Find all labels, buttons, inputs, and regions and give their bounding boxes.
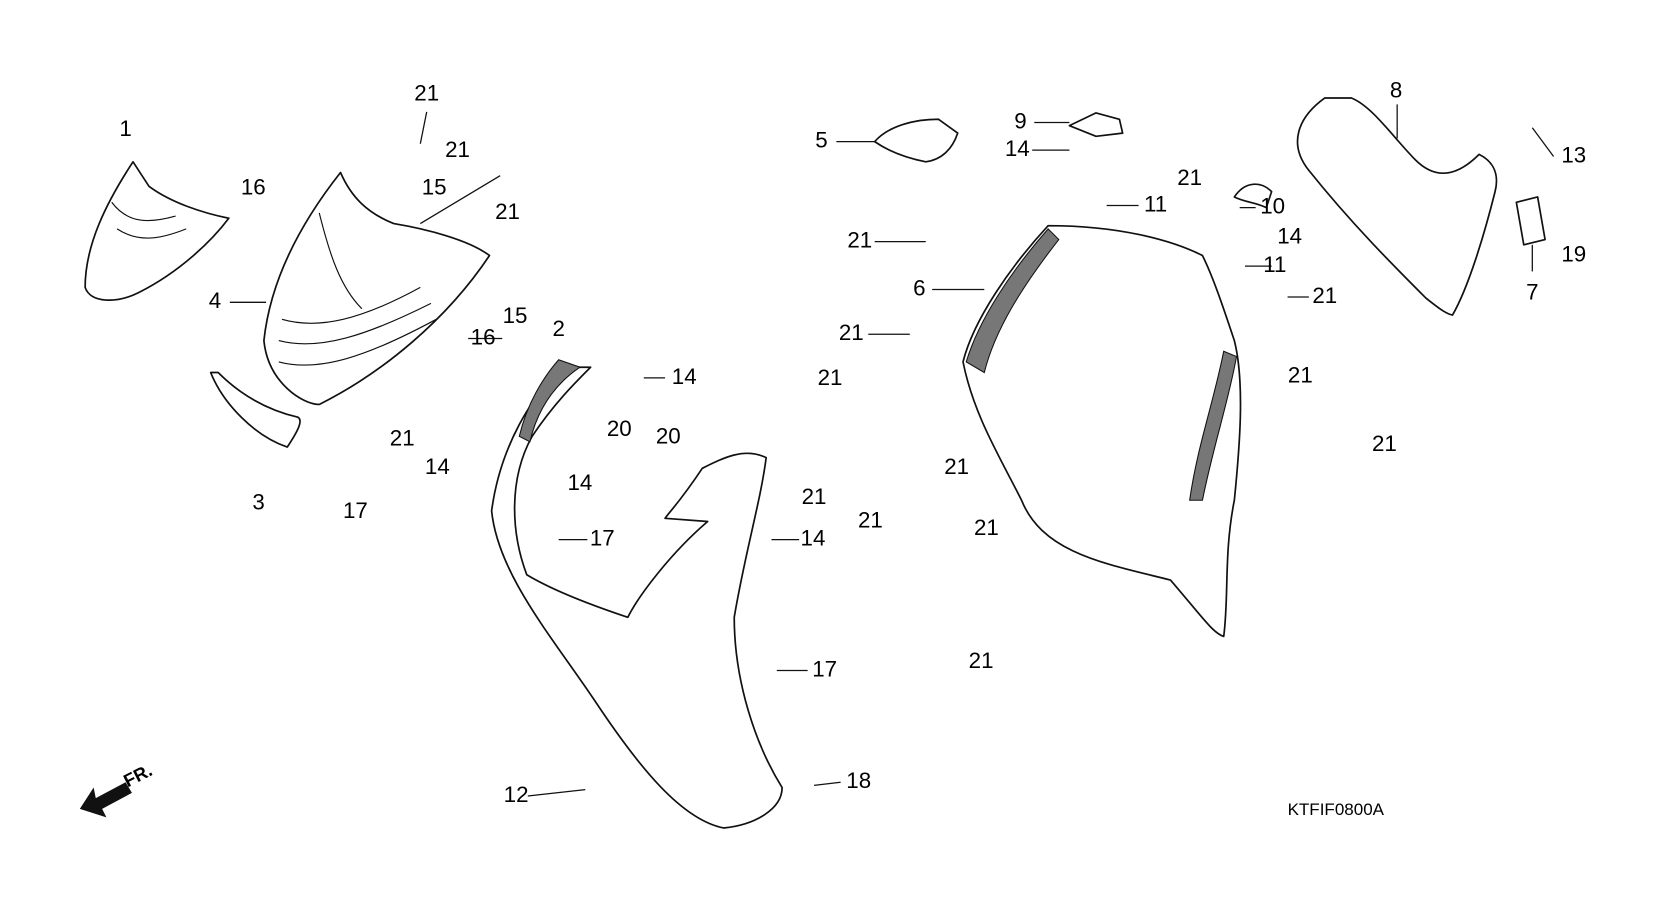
part-inner-grille bbox=[965, 228, 1238, 501]
callout-label: 15 bbox=[422, 174, 447, 199]
callout-label: 21 bbox=[969, 648, 994, 673]
callout-label: 21 bbox=[1372, 431, 1397, 456]
callout-label: 16 bbox=[241, 174, 266, 199]
callout-label: 19 bbox=[1561, 241, 1586, 266]
callout-label: 21 bbox=[847, 228, 872, 253]
callout-label: 21 bbox=[858, 507, 883, 532]
callout-label: 1 bbox=[119, 116, 131, 141]
callout-label: 11 bbox=[1263, 252, 1286, 277]
part-7 bbox=[1515, 196, 1546, 246]
part-front-top-cover bbox=[84, 160, 230, 301]
leader-line bbox=[527, 789, 586, 797]
part-inner-cover bbox=[962, 224, 1242, 638]
callout-label: 21 bbox=[974, 515, 999, 540]
callout-label: 17 bbox=[812, 656, 837, 681]
part-detail bbox=[278, 212, 437, 366]
callout-label: 2 bbox=[552, 316, 564, 341]
callout-label: 21 bbox=[818, 365, 843, 390]
leader-line bbox=[419, 175, 501, 225]
callout-label: 21 bbox=[1288, 363, 1313, 388]
part-lower-trim bbox=[209, 371, 301, 448]
callout-label: 14 bbox=[568, 470, 593, 495]
diagram-code: KTFIF0800A bbox=[1288, 800, 1385, 819]
callout-label: 17 bbox=[343, 498, 368, 523]
part-10 bbox=[1233, 183, 1273, 209]
callout-label: 21 bbox=[839, 320, 864, 345]
callout-label: 21 bbox=[802, 484, 827, 509]
callout-label: 14 bbox=[1277, 223, 1302, 248]
callout-label: 3 bbox=[252, 489, 264, 514]
front-direction-arrow-icon bbox=[79, 782, 132, 818]
callout-label: 21 bbox=[1312, 283, 1337, 308]
callout-label: 18 bbox=[846, 768, 871, 793]
callout-label: 14 bbox=[1005, 136, 1030, 161]
callout-label: 7 bbox=[1526, 280, 1538, 305]
callout-label: 14 bbox=[801, 526, 826, 551]
callout-label: 20 bbox=[607, 416, 632, 441]
part-front-lower-cover bbox=[490, 366, 783, 829]
callout-label: 21 bbox=[944, 454, 969, 479]
callout-label: 20 bbox=[656, 423, 681, 448]
callout-label: 9 bbox=[1014, 108, 1026, 133]
part-rear-cover bbox=[1296, 97, 1498, 316]
callout-label: 17 bbox=[590, 526, 615, 551]
callout-label: 15 bbox=[503, 303, 528, 328]
callout-label: 21 bbox=[445, 137, 470, 162]
part-detail bbox=[111, 201, 187, 239]
callout-label: 4 bbox=[209, 288, 221, 313]
callout-label: 10 bbox=[1260, 194, 1285, 219]
callout-label: 21 bbox=[495, 199, 520, 224]
callout-label: 16 bbox=[471, 324, 496, 349]
leader-line bbox=[419, 111, 428, 144]
callout-label: 6 bbox=[913, 275, 925, 300]
leader-lines bbox=[229, 104, 1555, 797]
part-garnish bbox=[518, 359, 582, 443]
callout-label: 21 bbox=[1177, 165, 1202, 190]
callout-label: 13 bbox=[1561, 142, 1586, 167]
callout-label: 12 bbox=[504, 782, 529, 807]
part-9 bbox=[1068, 112, 1124, 138]
callout-label: 14 bbox=[672, 364, 697, 389]
leader-line bbox=[1531, 127, 1555, 157]
callout-label: 21 bbox=[390, 425, 415, 450]
callout-label: 5 bbox=[815, 128, 827, 153]
part-lid bbox=[873, 118, 959, 163]
part-front-upper-cover bbox=[263, 171, 491, 406]
callout-label: 14 bbox=[425, 454, 450, 479]
callout-label: 11 bbox=[1144, 191, 1167, 216]
callout-label: 21 bbox=[414, 81, 439, 106]
callout-label: 8 bbox=[1390, 78, 1402, 103]
leader-line bbox=[813, 781, 841, 787]
